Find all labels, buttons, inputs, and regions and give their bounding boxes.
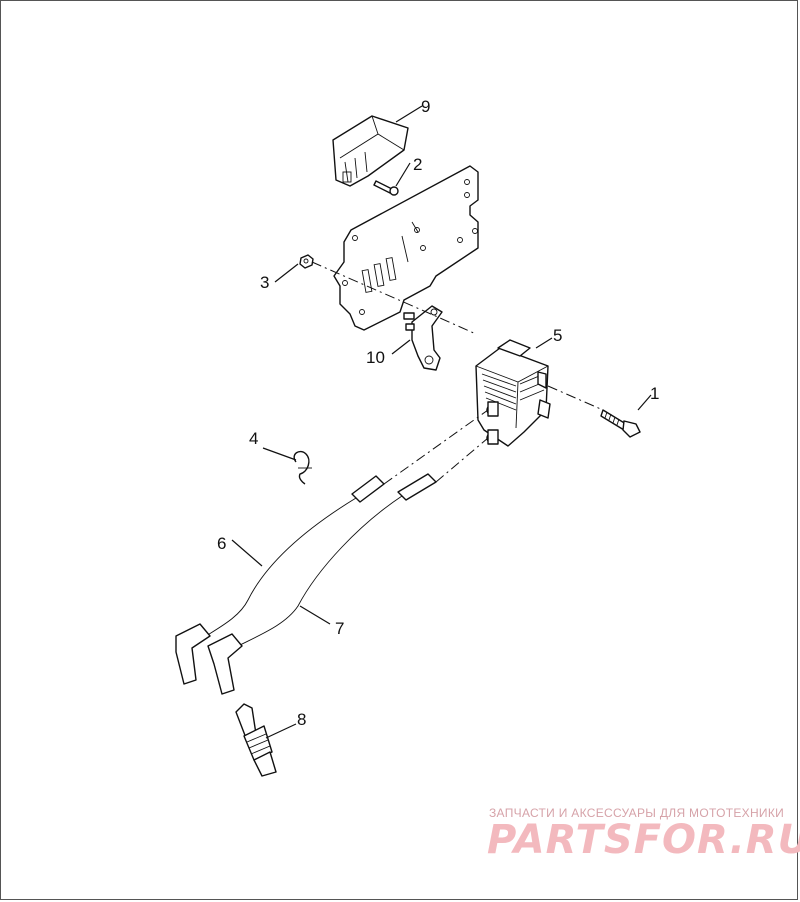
part-4-clip [293,450,312,485]
callout-10: 10 [366,348,385,367]
assembly-lines [311,261,604,485]
part-7-plug-wire [207,473,437,695]
watermark-brand-logo: PARTSFOR.RU [487,817,800,863]
part-10-bracket [403,305,443,371]
mounting-plate [333,165,479,331]
callout-3: 3 [260,273,269,292]
callout-5: 5 [553,326,562,345]
callout-7: 7 [335,619,344,638]
watermark-tagline: ЗАПЧАСТИ И АКСЕССУАРЫ ДЛЯ МОТОТЕХНИКИ [489,806,785,820]
callout-4: 4 [249,429,258,448]
part-5-ignition-coil [475,339,551,447]
callout-8: 8 [297,710,306,729]
part-8-spark-plug [235,703,277,777]
part-2-screw [373,180,399,196]
part-6-plug-wire [175,475,385,685]
part-3-nut [299,254,314,269]
part-9-ignition-module [332,115,409,187]
part-1-bolt [600,409,641,438]
callout-1: 1 [650,384,659,403]
callout-6: 6 [217,534,226,553]
callout-2: 2 [413,155,422,174]
leader-lines [231,105,652,739]
callout-9: 9 [421,97,430,116]
